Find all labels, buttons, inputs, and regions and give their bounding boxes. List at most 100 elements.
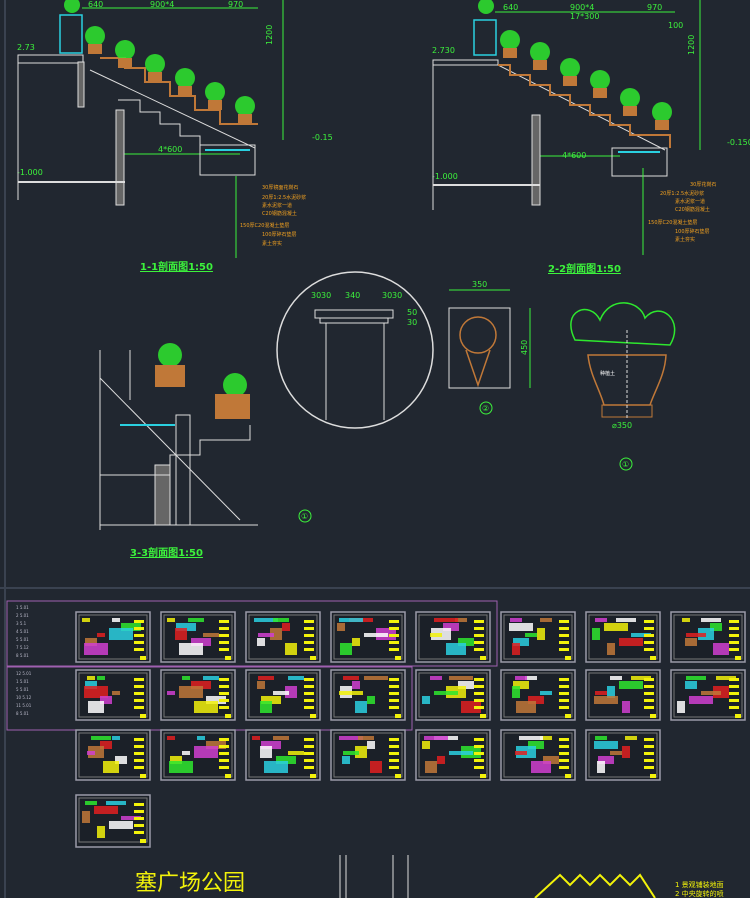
planter-pot-detail[interactable]: 种植土 ⌀350 ① [570, 302, 676, 471]
sheet-drawing-mark [88, 701, 104, 713]
sheet-index-entry: 8 5.01 [16, 653, 29, 658]
sheet-thumbnail[interactable] [160, 611, 236, 663]
sheet-thumbnail[interactable] [75, 794, 151, 848]
sheet-drawing-mark [686, 676, 706, 680]
sheet-legend-mark [134, 803, 144, 806]
sheet-drawing-mark [430, 676, 442, 680]
sheet-drawing-mark [260, 701, 272, 713]
sheet-legend-mark [559, 678, 569, 681]
sheet-title-block [140, 774, 146, 778]
sheet-drawing-mark [82, 618, 90, 622]
section-1-1[interactable]: 640 900*4 970 1200 4*600 2.73 -0.15 -1.0… [17, 0, 333, 273]
sheet-drawing-mark [288, 676, 304, 680]
sheet-drawing-mark [254, 618, 278, 622]
sheet-thumbnail[interactable] [415, 611, 491, 663]
sheet-thumbnail[interactable] [500, 669, 576, 721]
slope-line [99, 377, 241, 521]
sheet-title-block [140, 656, 146, 660]
sheet-drawing-mark [352, 638, 360, 646]
sheet-legend-mark [219, 627, 229, 630]
plant-pots [478, 0, 672, 130]
sheet-legend-mark [304, 706, 314, 709]
sheet-thumbnail[interactable] [330, 611, 406, 663]
sheet-drawing-mark [191, 638, 211, 646]
sheet-drawing-mark [430, 633, 442, 637]
sheet-thumbnail[interactable] [245, 669, 321, 721]
sheet-thumbnail[interactable] [160, 729, 236, 781]
sheet-index-entry: 10 5.12 [16, 695, 32, 700]
sheet-drawing-mark [97, 826, 105, 838]
sheet-thumbnail[interactable] [585, 611, 661, 663]
sheet-thumbnail[interactable] [75, 669, 151, 721]
sheet-drawing-mark [261, 696, 281, 704]
cap-detail[interactable]: 30 30 340 30 30 50 30 [276, 271, 434, 429]
level-marker: -0.15 [312, 133, 333, 142]
sheet-legend-mark [304, 692, 314, 695]
sheet-drawing-mark [258, 633, 274, 637]
sheet-legend-mark [304, 738, 314, 741]
svg-text:30厚花岗石: 30厚花岗石 [690, 181, 716, 188]
sheet-thumbnail[interactable] [245, 611, 321, 663]
svg-text:素土夯实: 素土夯实 [675, 236, 695, 243]
sheet-drawing-mark [537, 628, 545, 640]
sheet-thumbnail[interactable] [415, 669, 491, 721]
sheet-thumbnail[interactable] [415, 729, 491, 781]
sheet-legend-mark [304, 620, 314, 623]
lion-head-detail[interactable]: 350 450 ② [448, 280, 531, 415]
sheet-drawing-mark [358, 736, 374, 740]
section-2-2[interactable]: 640 900*4 970 17*300 100 1200 4*600 2.73… [432, 0, 750, 275]
sheet-drawing-mark [510, 618, 522, 622]
sheet-drawing-mark [112, 691, 120, 695]
stair-profile [100, 425, 251, 476]
sheet-drawing-mark [631, 676, 651, 680]
sheet-thumbnail[interactable] [500, 729, 576, 781]
sheet-legend-mark [304, 759, 314, 762]
pot-icon [215, 394, 250, 419]
sheet-legend-mark [474, 685, 484, 688]
section-3-3[interactable]: ① 3-3剖面图1:50 [99, 343, 312, 559]
sheet-drawing-mark [87, 676, 95, 680]
sheet-drawing-mark [343, 676, 359, 680]
sheet-index-entry: 2 5.01 [16, 613, 29, 618]
sheet-title-block [140, 839, 146, 843]
sheet-thumbnail[interactable] [670, 669, 746, 721]
sheet-thumbnail[interactable] [75, 729, 151, 781]
sheet-legend-mark [474, 634, 484, 637]
sheet-legend-mark [559, 692, 569, 695]
sheet-title-block [480, 656, 486, 660]
sheet-drawing-mark [619, 681, 643, 689]
sheet-thumbnail[interactable] [330, 729, 406, 781]
sheet-thumbnail[interactable] [330, 669, 406, 721]
sheet-thumbnails[interactable] [75, 611, 746, 848]
zigzag-symbol [534, 873, 656, 898]
sheet-drawing-mark [625, 736, 637, 740]
sheet-drawing-mark [87, 751, 95, 755]
sheet-drawing-mark [592, 628, 600, 640]
sheet-legend-mark [219, 620, 229, 623]
sheet-drawing-mark [103, 761, 119, 773]
dim-text: 340 [345, 291, 360, 300]
sheet-legend-mark [304, 634, 314, 637]
sheet-thumbnail[interactable] [585, 729, 661, 781]
sheet-thumbnail[interactable] [585, 669, 661, 721]
sheet-title-block [225, 714, 231, 718]
sheet-thumbnail[interactable] [245, 729, 321, 781]
sheet-drawing-mark [194, 701, 218, 713]
sheet-thumbnail[interactable] [160, 669, 236, 721]
sheet-drawing-mark [273, 736, 289, 740]
sheet-drawing-mark [203, 676, 219, 680]
sheet-legend-mark [219, 648, 229, 651]
plant-outline-icon [570, 302, 676, 346]
footer-fragment: 塞广场公园 1 景观铺装地面 2 中央旋转的喷 [135, 855, 724, 898]
sheet-legend-mark [644, 685, 654, 688]
svg-text:素土夯实: 素土夯实 [262, 240, 282, 247]
sheet-thumbnail[interactable] [670, 611, 746, 663]
sheet-legend-mark [134, 699, 144, 702]
sheet-thumbnail[interactable] [500, 611, 576, 663]
sheet-legend-mark [644, 648, 654, 651]
sheet-drawing-mark [610, 751, 622, 755]
sheet-thumbnail[interactable] [75, 611, 151, 663]
material-notes: 30厚花岗石 20厚1:2.5水泥砂浆 素水泥浆一道 C20钢筋混凝土 150厚… [642, 168, 716, 255]
sheet-legend-mark [304, 648, 314, 651]
